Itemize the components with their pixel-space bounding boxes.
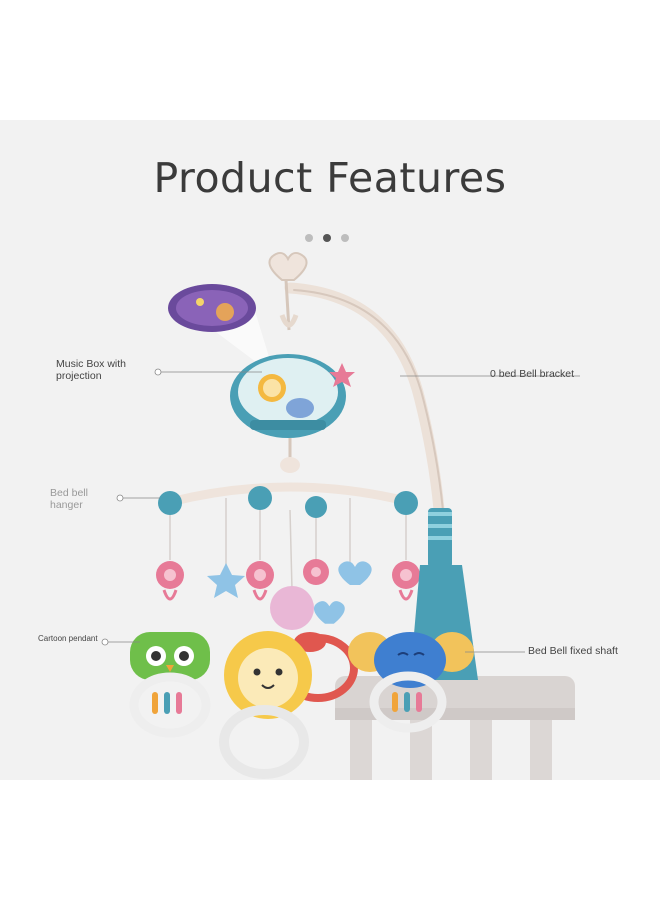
callout-dot xyxy=(116,494,124,502)
music-box-label-line1: Music Box with xyxy=(56,358,127,370)
projection-disc-icon xyxy=(168,284,270,365)
music-box-label-line2: projection xyxy=(56,370,102,382)
hanger-label-line2: hanger xyxy=(50,499,83,511)
callout-dot xyxy=(154,368,162,376)
hanger-knob xyxy=(248,486,272,510)
heart-pendant xyxy=(338,561,372,585)
hanger-knob xyxy=(158,491,182,515)
crib-mobile-illustration xyxy=(101,251,580,780)
music-box-label: Music Box with projection xyxy=(56,358,126,382)
crib-rail xyxy=(335,676,575,780)
feature-panel: Product Features xyxy=(0,120,660,780)
hanger-knob xyxy=(305,496,327,518)
hanger-label: Bed bell hanger xyxy=(50,487,88,511)
heart-pendant xyxy=(313,601,345,624)
elephant-pendant xyxy=(348,632,474,733)
callout-dot xyxy=(101,638,109,646)
flower-pendant xyxy=(156,559,420,589)
pendant-label: Cartoon pendant xyxy=(38,634,98,643)
shaft-label: Bed Bell fixed shaft xyxy=(528,645,618,657)
ball-pendant xyxy=(270,586,314,630)
heart-hook-icon xyxy=(268,251,308,331)
callout-lines xyxy=(108,371,580,653)
hanger-knob xyxy=(394,491,418,515)
page-title: Product Features xyxy=(153,154,507,202)
carousel-dot-2[interactable] xyxy=(323,234,331,242)
star-pendant xyxy=(207,563,245,598)
bracket-label: 0 bed Bell bracket xyxy=(490,368,575,380)
hanger-bar xyxy=(165,482,415,507)
carousel-dots xyxy=(305,234,349,242)
hanger-label-line1: Bed bell xyxy=(50,487,88,499)
lion-pendant xyxy=(219,631,312,779)
carousel-dot-1[interactable] xyxy=(305,234,313,242)
carousel-dot-3[interactable] xyxy=(341,234,349,242)
music-box xyxy=(230,354,355,473)
owl-pendant xyxy=(129,632,211,738)
